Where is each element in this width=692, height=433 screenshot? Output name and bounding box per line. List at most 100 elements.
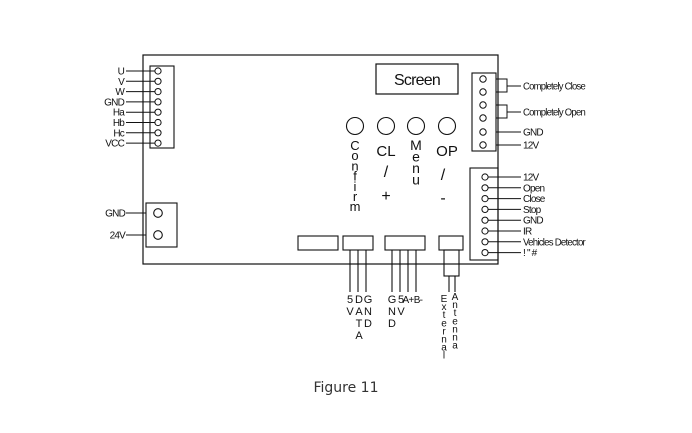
wire-data-label: T (356, 318, 363, 330)
external-label-char: r (442, 326, 446, 337)
limit-pin-label: 12V (523, 141, 540, 152)
op-button-circle (437, 116, 457, 136)
control-pin-terminal (481, 195, 489, 203)
menu-label-char: M (410, 137, 422, 153)
blank-connector (297, 235, 339, 251)
motor-pin-label: GND (104, 97, 124, 108)
external-label-char: x (442, 302, 447, 313)
wire-5v-label: 5 (398, 294, 404, 306)
external-label-char: l (443, 351, 445, 362)
antenna-label-char: n (452, 324, 458, 335)
screen-box (375, 63, 459, 95)
confirm-button-circle (345, 116, 365, 136)
control-terminal-block (469, 167, 499, 261)
wire-data-label: D (355, 294, 363, 306)
wire-gnd-label: G (388, 294, 397, 306)
control-pin-terminal (481, 184, 489, 192)
motor-pin-label: V (118, 77, 125, 88)
figure-caption: Figure 11 (313, 380, 379, 396)
antenna-label-char: a (452, 341, 458, 352)
motor-pin-terminal (154, 98, 162, 106)
menu-button-circle (406, 116, 426, 136)
antenna-label-char: t (454, 308, 457, 319)
rs485-connector (384, 235, 426, 251)
antenna-label-char: e (452, 316, 458, 327)
cl-button-circle (376, 116, 396, 136)
limit-pin-terminal (479, 101, 487, 109)
menu-label-char: n (412, 160, 420, 176)
motor-pin-terminal (154, 67, 162, 75)
cl-button-label: CL (376, 143, 395, 160)
op-button-sign: /- (440, 167, 445, 207)
bottom-lead-wires (349, 250, 456, 292)
power-pin-label: GND (105, 209, 125, 220)
power-pin-list: GND 24V (105, 208, 163, 242)
limit-terminal-block (471, 72, 497, 152)
motor-pin-label: Hb (113, 118, 125, 129)
wire-gnd-label: N (388, 306, 396, 318)
motor-pin-terminal (154, 129, 162, 137)
wire-5v-label: 5 (347, 294, 353, 306)
confirm-label-char: r (353, 189, 358, 204)
cl-sign-char: / (384, 164, 389, 181)
power-pin-label: 24V (110, 231, 127, 242)
power-pin-terminal (153, 208, 163, 218)
motor-pin-terminal (154, 88, 162, 96)
motor-terminal-block (149, 65, 175, 149)
control-pin-label: GND (523, 216, 543, 227)
display-connector (342, 235, 374, 251)
cl-button-sign: /+ (381, 164, 390, 205)
antenna-stub (443, 249, 460, 277)
motor-pin-label: U (118, 67, 125, 78)
control-pin-terminal (481, 238, 489, 246)
controller-board (142, 54, 499, 265)
antenna-label-char: A (452, 292, 459, 303)
confirm-label-char: f (353, 169, 357, 184)
screen-label: Screen (394, 72, 440, 89)
menu-label-char: e (412, 149, 420, 165)
motor-pin-label: VCC (105, 139, 124, 150)
wire-gnd-label: G (364, 294, 373, 306)
control-pin-label: IR (523, 227, 532, 238)
power-pin-terminal (153, 230, 163, 240)
control-pin-label: 12V (523, 173, 540, 184)
control-pin-label: Close (523, 194, 546, 205)
antenna-label-char: n (452, 333, 458, 344)
power-terminal-block (145, 202, 178, 248)
control-pin-label: Stop (523, 205, 542, 216)
limit-pin-label: Completely Close (523, 82, 586, 93)
confirm-label-char: o (351, 148, 358, 163)
antenna-label-char: n (452, 300, 458, 311)
motor-pin-terminal (154, 77, 162, 85)
confirm-label-char: i (354, 179, 357, 194)
external-label-char: E (441, 294, 448, 305)
control-pin-terminal (481, 227, 489, 235)
external-label-char: t (443, 310, 446, 321)
op-button-label: OP (436, 143, 458, 160)
external-label-char: n (441, 335, 447, 346)
confirm-label-char: n (351, 158, 358, 173)
limit-pin-terminal (479, 141, 487, 149)
control-pin-terminal (481, 216, 489, 224)
cl-sign-char: + (381, 188, 390, 205)
op-sign-char: / (441, 167, 446, 184)
wire-gnd-label: N (364, 306, 372, 318)
limit-pin-label: Completely Open (523, 108, 585, 119)
motor-pin-label: Ha (113, 108, 125, 119)
motor-pin-terminal (154, 118, 162, 127)
motor-pin-terminal (154, 108, 162, 116)
wire-5v-label: V (346, 306, 354, 318)
motor-pin-label: W (115, 87, 125, 98)
motor-pin-terminal (154, 139, 162, 147)
menu-label-char: u (412, 172, 420, 188)
limit-pin-terminal (479, 75, 487, 83)
op-sign-char: - (440, 190, 445, 207)
antenna-connector (438, 235, 464, 251)
confirm-label-char: m (350, 199, 361, 214)
wire-gnd-label: D (364, 318, 372, 330)
